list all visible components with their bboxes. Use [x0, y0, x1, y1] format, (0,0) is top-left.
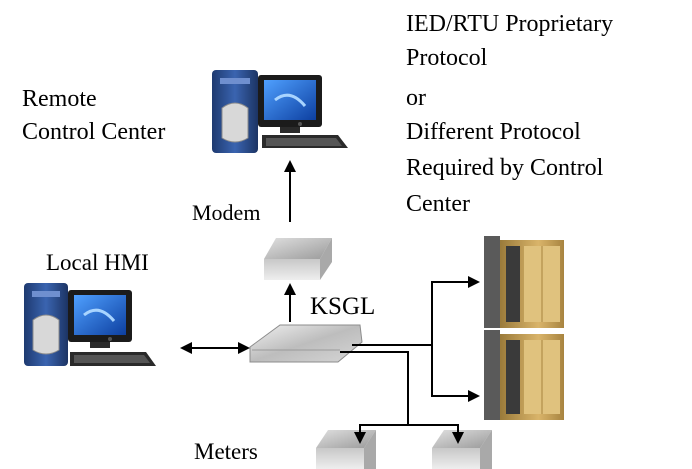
- meter-box-icon-right: [432, 430, 492, 469]
- local-hmi-computer-icon: [24, 283, 156, 366]
- protocol-note-line3: or: [406, 85, 426, 111]
- meter-box-icon-left: [316, 430, 376, 469]
- protocol-note-line4: Different Protocol: [406, 119, 581, 145]
- protocol-note-line2: Protocol: [406, 45, 488, 71]
- ksgl-to-rtu-upper-arrow: [352, 276, 480, 346]
- ksgl-to-meter-left-arrow: [354, 424, 408, 444]
- remote-label-line1: Remote: [22, 86, 97, 112]
- ksgl-to-rtu-lower-arrow: [431, 345, 480, 402]
- connector-lines: [180, 160, 480, 444]
- local-hmi-label: Local HMI: [46, 250, 149, 275]
- modem-box-icon: [264, 238, 332, 280]
- protocol-note-line1: IED/RTU Proprietary: [406, 11, 614, 37]
- protocol-note-line5: Required by Control: [406, 155, 604, 181]
- ksgl-label: KSGL: [310, 293, 376, 320]
- rtu-rack-icon-lower: [484, 330, 564, 420]
- remote-label-line2: Control Center: [22, 119, 166, 145]
- rtu-rack-icon-upper: [484, 236, 564, 328]
- remote-computer-icon: [212, 70, 348, 153]
- modem-label: Modem: [192, 200, 261, 225]
- ksgl-gateway-icon: [249, 324, 363, 363]
- meters-label: Meters: [194, 439, 258, 464]
- protocol-note-line6: Center: [406, 191, 470, 217]
